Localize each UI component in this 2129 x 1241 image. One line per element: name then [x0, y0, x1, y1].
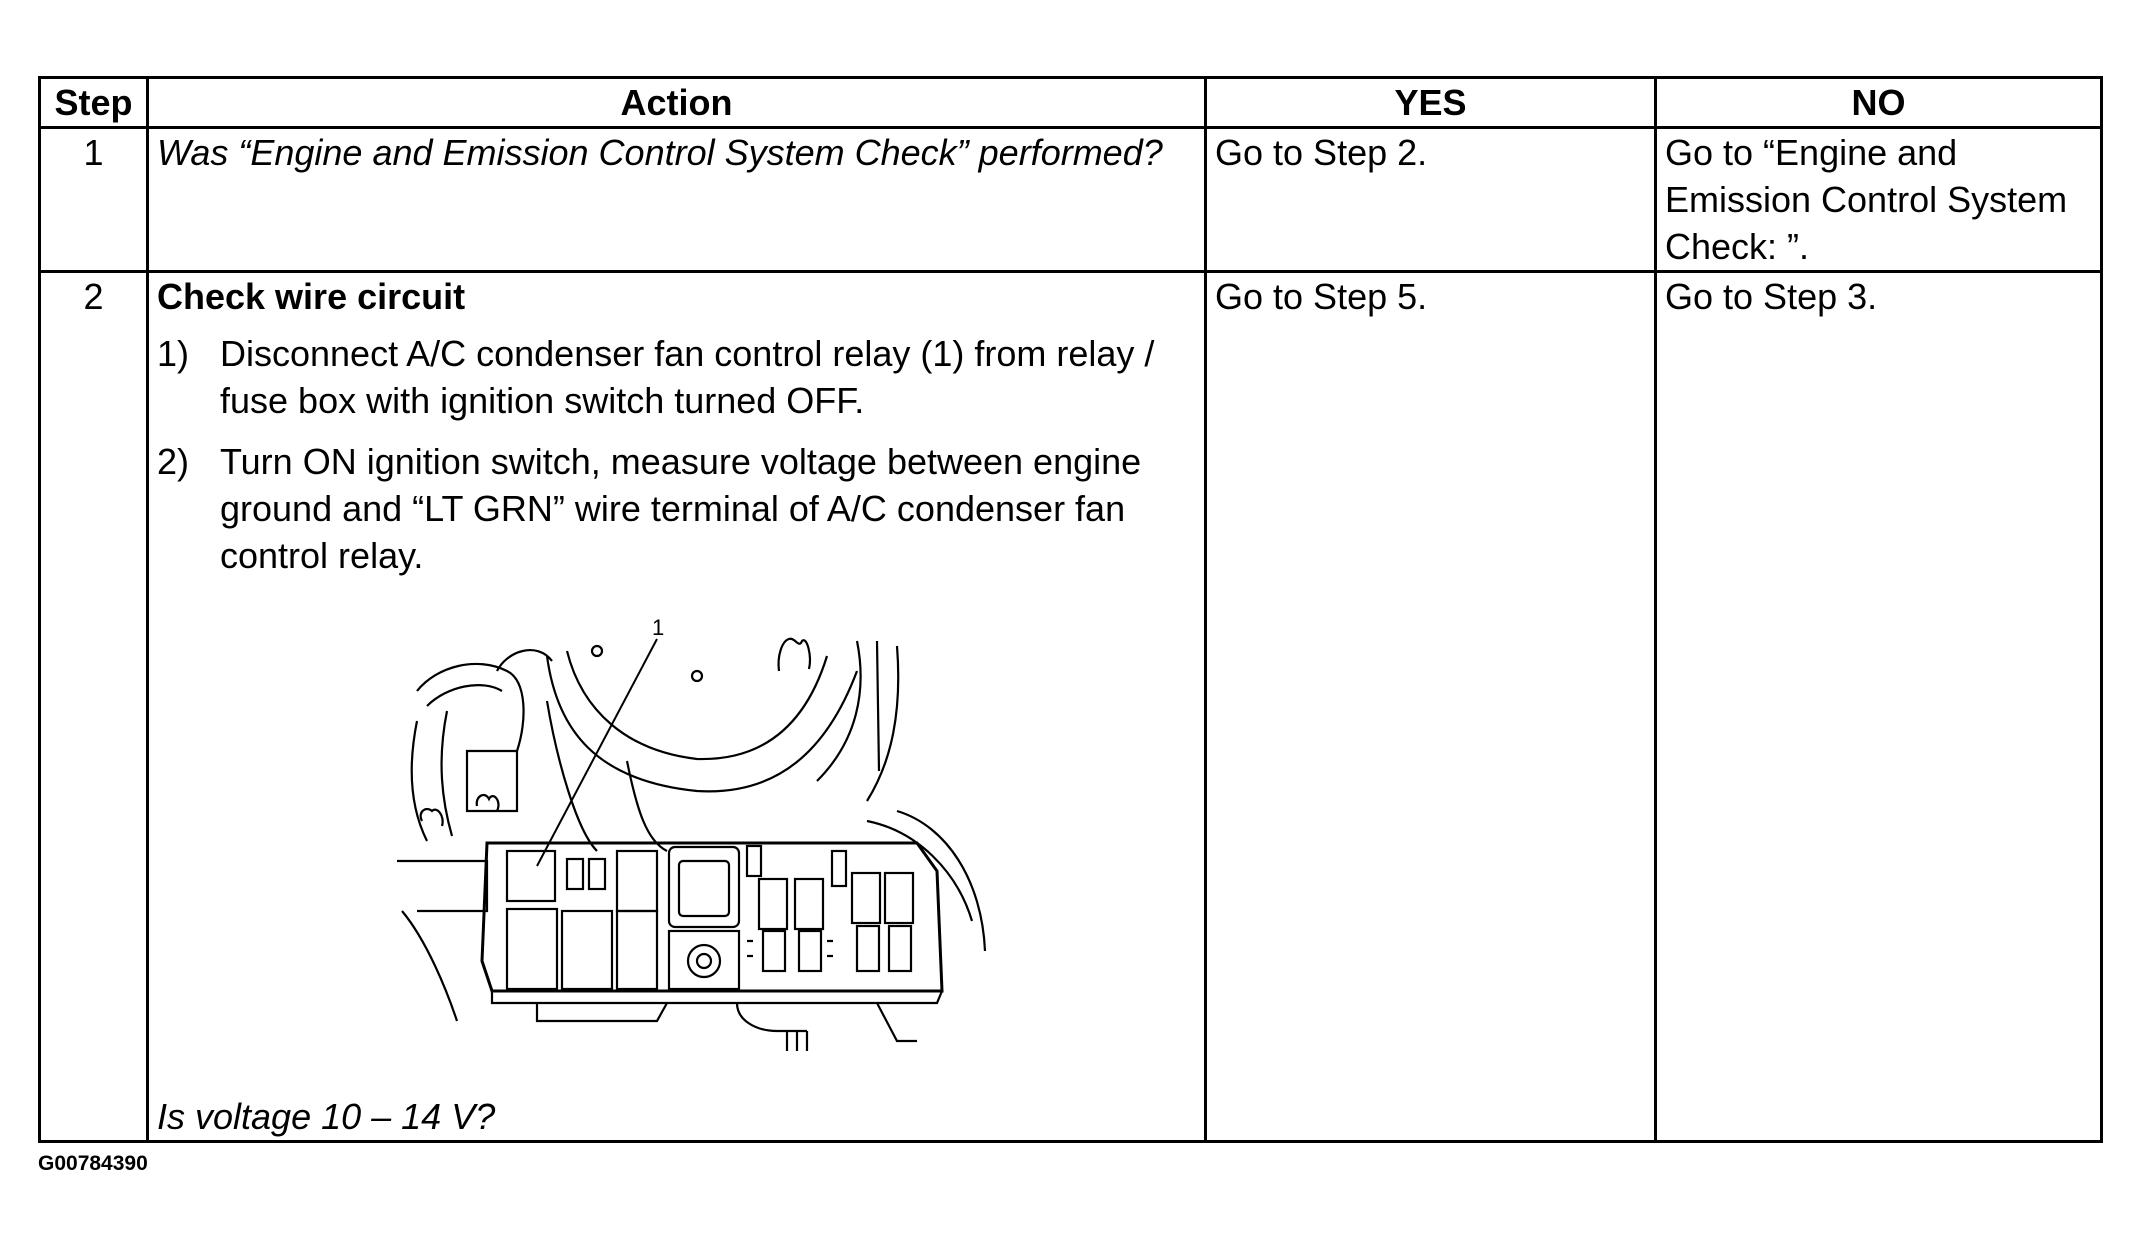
substep-number: 2) — [157, 441, 190, 482]
header-step: Step — [38, 76, 149, 129]
action-question: Is voltage 10 – 14 V? — [157, 1096, 496, 1137]
substep-list: 1) Disconnect A/C condenser fan control … — [157, 330, 1196, 579]
table-header-row: Step Action YES NO — [38, 76, 2103, 129]
no-result: Go to Step 3. — [1654, 270, 2103, 1143]
yes-result: Go to Step 5. — [1204, 270, 1657, 1143]
action-title: Check wire circuit — [157, 276, 466, 317]
relay-fuse-box-illustration: 1 — [397, 611, 987, 1051]
header-yes: YES — [1204, 76, 1657, 129]
figure-code: G00784390 — [38, 1152, 148, 1175]
callout-number: 1 — [652, 615, 664, 640]
substep-text: Turn ON ignition switch, measure voltage… — [220, 441, 1142, 576]
step-number: 1 — [38, 126, 149, 273]
substep-item: 2) Turn ON ignition switch, measure volt… — [157, 438, 1196, 579]
table-row: 2 Check wire circuit 1) Disconnect A/C c… — [38, 270, 2103, 1143]
step-number: 2 — [38, 270, 149, 1143]
action-cell: Check wire circuit 1) Disconnect A/C con… — [146, 270, 1207, 1143]
no-result: Go to “Engine and Emission Control Syste… — [1654, 126, 2103, 273]
substep-number: 1) — [157, 333, 190, 374]
action-question: Was “Engine and Emission Control System … — [146, 126, 1207, 273]
substep-text: Disconnect A/C condenser fan control rel… — [220, 333, 1155, 421]
table-row: 1 Was “Engine and Emission Control Syste… — [38, 126, 2103, 273]
header-action: Action — [146, 76, 1207, 129]
header-no: NO — [1654, 76, 2103, 129]
substep-item: 1) Disconnect A/C condenser fan control … — [157, 330, 1196, 424]
yes-result: Go to Step 2. — [1204, 126, 1657, 273]
relay-box-drawing: 1 — [397, 615, 987, 1051]
diagnostic-table: Step Action YES NO 1 Was “Engine and Emi… — [38, 76, 2103, 1143]
